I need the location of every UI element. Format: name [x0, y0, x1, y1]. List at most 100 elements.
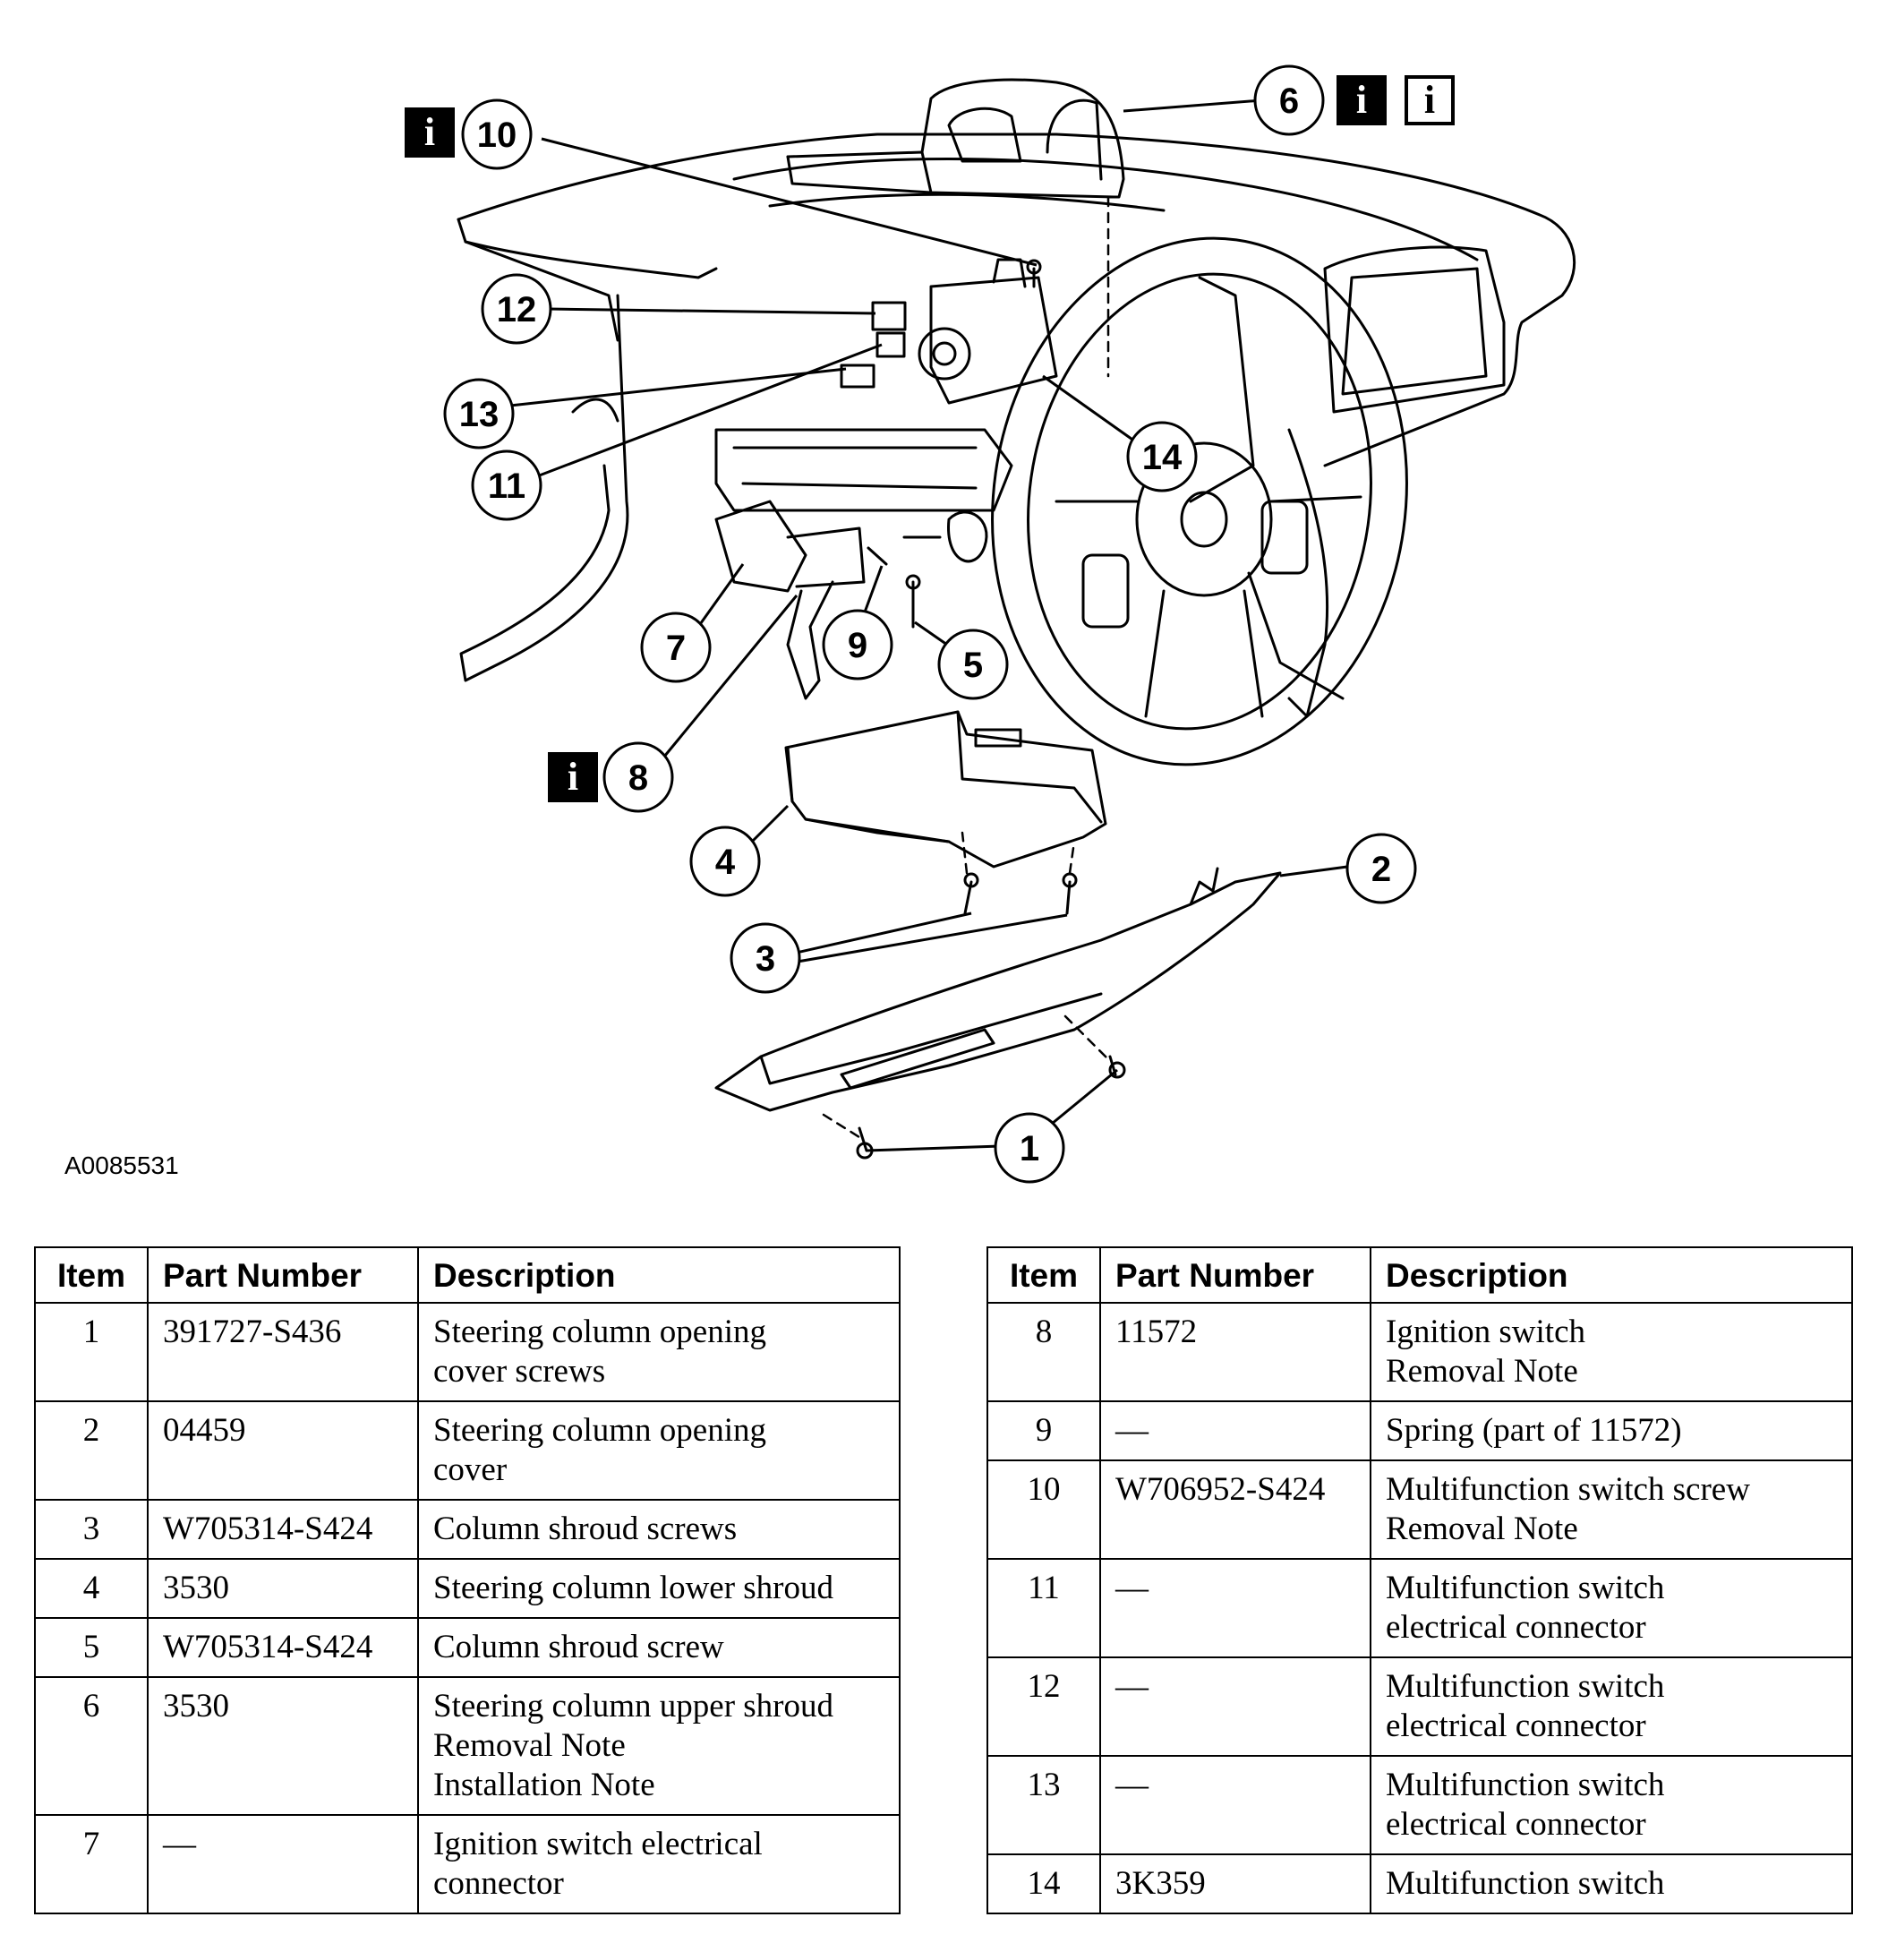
cell-part-number: —: [147, 1814, 419, 1914]
svg-text:i: i: [568, 755, 578, 799]
table-row: 13 — Multifunction switch electrical con…: [986, 1755, 1853, 1855]
cell-part-number: 3530: [147, 1676, 419, 1816]
cell-item: 10: [986, 1459, 1101, 1560]
callout-label-12: 12: [497, 290, 537, 330]
table-row: 6 3530 Steering column upper shroud Remo…: [34, 1676, 901, 1816]
cell-description: Spring (part of 11572): [1370, 1400, 1853, 1461]
opening-cover-drawing: [714, 867, 1282, 1112]
cell-part-number: —: [1099, 1755, 1371, 1855]
header-item: Item: [986, 1246, 1101, 1304]
info-icon-callout-8[interactable]: i: [548, 752, 598, 802]
cell-part-number: 391727-S436: [147, 1302, 419, 1402]
table-row: 3 W705314-S424 Column shroud screws: [34, 1499, 901, 1560]
callout-label-14: 14: [1142, 438, 1183, 477]
cell-item: 7: [34, 1814, 149, 1914]
callout-circle-5: [937, 629, 1009, 700]
callout-circle-11: [471, 449, 542, 521]
svg-text:i: i: [1424, 78, 1435, 122]
table-row: 9 — Spring (part of 11572): [986, 1400, 1853, 1461]
callout-label-10: 10: [477, 116, 517, 155]
callout-circle-6: [1253, 64, 1325, 136]
cell-part-number: —: [1099, 1656, 1371, 1757]
table-row: 4 3530 Steering column lower shroud: [34, 1558, 901, 1619]
callout-label-11: 11: [488, 466, 525, 506]
upper-shroud-drawing: [786, 78, 1125, 199]
instrument-panel-drawing: [457, 133, 1576, 718]
table-row: 14 3K359 Multifunction switch: [986, 1853, 1853, 1914]
cell-part-number: W706952-S424: [1099, 1459, 1371, 1560]
callout-label-9: 9: [848, 626, 867, 665]
table-row: 5 W705314-S424 Column shroud screw: [34, 1617, 901, 1678]
callout-label-2: 2: [1371, 850, 1391, 889]
cell-description: Steering column lower shroud: [417, 1558, 901, 1619]
cell-part-number: W705314-S424: [147, 1499, 419, 1560]
cell-item: 8: [986, 1302, 1101, 1402]
callout-label-13: 13: [459, 395, 500, 434]
cell-item: 6: [34, 1676, 149, 1816]
header-description: Description: [1370, 1246, 1853, 1304]
table-row: 12 — Multifunction switch electrical con…: [986, 1656, 1853, 1757]
table-header-row: Item Part Number Description: [34, 1246, 901, 1304]
cell-item: 2: [34, 1400, 149, 1501]
callout-circle-12: [481, 273, 552, 345]
callout-label-3: 3: [756, 939, 775, 979]
cell-part-number: 04459: [147, 1400, 419, 1501]
callout-circle-13: [443, 378, 515, 449]
steering-wheel-drawing: [991, 236, 1408, 766]
parts-table-right: Item Part Number Description 8 11572 Ign…: [986, 1246, 1853, 1914]
cell-item: 5: [34, 1617, 149, 1678]
callout-label-7: 7: [666, 629, 686, 668]
table-header-row: Item Part Number Description: [986, 1246, 1853, 1304]
callout-circle-10: [461, 98, 533, 170]
callout-label-1: 1: [1020, 1129, 1039, 1168]
callout-circle-9: [822, 609, 893, 680]
parts-table-left: Item Part Number Description 1 391727-S4…: [34, 1246, 901, 1914]
callout-circle-7: [640, 612, 712, 683]
cell-description: Steering column opening cover: [417, 1400, 901, 1501]
cell-description: Steering column opening cover screws: [417, 1302, 901, 1402]
cell-item: 4: [34, 1558, 149, 1619]
cell-description: Multifunction switch electrical connecto…: [1370, 1558, 1853, 1658]
cell-description: Multifunction switch screw Removal Note: [1370, 1459, 1853, 1560]
callout-circle-2: [1345, 833, 1417, 904]
cell-part-number: —: [1099, 1558, 1371, 1658]
callout-label-8: 8: [628, 758, 648, 798]
table-row: 8 11572 Ignition switch Removal Note: [986, 1302, 1853, 1402]
cell-description: Multifunction switch: [1370, 1853, 1853, 1914]
header-item: Item: [34, 1246, 149, 1304]
table-row: 2 04459 Steering column opening cover: [34, 1400, 901, 1501]
svg-text:i: i: [424, 110, 435, 154]
cell-item: 13: [986, 1755, 1101, 1855]
cell-part-number: W705314-S424: [147, 1617, 419, 1678]
table-row: 1 391727-S436 Steering column opening co…: [34, 1302, 901, 1402]
callout-circle-14: [1126, 421, 1198, 492]
cell-item: 3: [34, 1499, 149, 1560]
cell-description: Column shroud screw: [417, 1617, 901, 1678]
callout-label-4: 4: [715, 843, 736, 882]
callout-circle-1: [994, 1112, 1065, 1184]
header-description: Description: [417, 1246, 901, 1304]
callout-circle-8: [602, 741, 674, 813]
cell-part-number: 11572: [1099, 1302, 1371, 1402]
info-icon-callout-10[interactable]: i: [405, 107, 455, 158]
table-row: 10 W706952-S424 Multifunction switch scr…: [986, 1459, 1853, 1560]
cell-description: Column shroud screws: [417, 1499, 901, 1560]
table-row: 7 — Ignition switch electrical connector: [34, 1814, 901, 1914]
cell-item: 14: [986, 1853, 1101, 1914]
callout-label-6: 6: [1279, 81, 1299, 121]
cell-description: Multifunction switch electrical connecto…: [1370, 1656, 1853, 1757]
info-icon-callout-6-filled[interactable]: i: [1337, 75, 1387, 125]
cell-description: Multifunction switch electrical connecto…: [1370, 1755, 1853, 1855]
lower-shroud-drawing: [784, 710, 1107, 869]
cell-description: Ignition switch electrical connector: [417, 1814, 901, 1914]
table-row: 11 — Multifunction switch electrical con…: [986, 1558, 1853, 1658]
steering-column-drawing: [714, 258, 1058, 700]
cell-item: 12: [986, 1656, 1101, 1757]
cell-description: Ignition switch Removal Note: [1370, 1302, 1853, 1402]
header-part-number: Part Number: [147, 1246, 419, 1304]
info-icon-callout-6-outline[interactable]: i: [1405, 75, 1455, 125]
cell-item: 9: [986, 1400, 1101, 1461]
callout-circle-4: [689, 826, 761, 897]
exploded-view-diagram: 1 2 3 4 5 6 7 8 9 10 11 12 13 14 i i i i: [405, 64, 1576, 1184]
svg-text:i: i: [1356, 78, 1367, 122]
